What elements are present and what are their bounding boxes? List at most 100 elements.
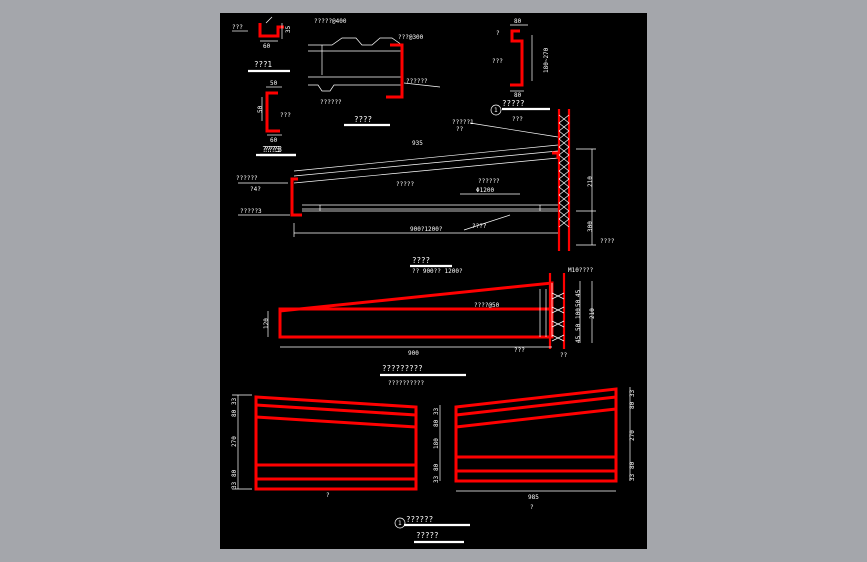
footer-subtitle: ????? [416, 531, 439, 540]
elevation-title: ????????? [382, 364, 423, 373]
elev-right-frame [454, 387, 618, 483]
detail-b-title-ref: ???3 [262, 145, 280, 154]
detail-b-dim-bottom: 60 [270, 137, 278, 144]
plan-dim-right-5: 210 [589, 308, 596, 319]
elev-right-dim-left-1: 80 [433, 419, 440, 427]
gutter-profile-a [258, 23, 284, 38]
elev-right-dim-left-2: 180 [433, 438, 440, 449]
plan-dim-right-0: 45 [575, 289, 582, 297]
section-1-title: ????? [502, 99, 525, 108]
plan-panel-lower [278, 309, 554, 339]
cad-drawing: ??? 35 60 ???1 50 50 ??? 60 ???3 ?????@4… [231, 16, 636, 544]
elev-left-frame [254, 395, 418, 491]
plan-dim-bottom: 900 [408, 350, 419, 357]
detail-b-dim-top: 50 [270, 80, 278, 87]
plan-label-bottom: ??? [514, 347, 525, 354]
plan-label-mid: ????@50 [474, 302, 500, 309]
plan-label-top: M10???? [568, 267, 594, 274]
gutter-profile-b [265, 91, 280, 133]
plan-subtitle: ?? 900?? 1200? [412, 268, 463, 275]
detail-d-dim-bottom: 80 [514, 92, 522, 99]
detail-a-label-top: ??? [232, 24, 243, 31]
elev-right-label-bottom: ? [530, 504, 534, 511]
detail-gutter-section-b: 50 50 ??? 60 ???3 [256, 80, 296, 157]
section-1-label-3: ?????? [236, 175, 258, 182]
footer-marker-number: 1 [398, 520, 402, 527]
elevation-subtitle: ?????????? [388, 380, 425, 387]
plan-view: ???? ?? 900?? 1200? M10???? ????@50 120 … [263, 256, 596, 387]
elevation-right: 33 80 180 80 33 33 80 270 80 33 985 ? [433, 387, 636, 511]
footer-marker [394, 517, 406, 529]
detail-d-label-1: ? [496, 30, 500, 37]
detail-vertical-gutter: 80 180~270 ? ??? 80 [492, 18, 550, 99]
section-1-label-4: ?4? [250, 186, 261, 193]
section-wall [557, 109, 571, 251]
detail-d-dim-top: 80 [514, 18, 522, 25]
plan-label-right: ?? [560, 352, 568, 359]
elev-left-dim-1: 80 [231, 409, 238, 417]
plan-dim-right-1: 50 [575, 299, 582, 307]
elev-right-line-1 [455, 395, 617, 417]
section-left-gutter [290, 177, 302, 217]
detail-d-dim-v: 180~270 [543, 47, 550, 73]
footer-title: ?????? [406, 515, 433, 524]
elev-left-dim-4: 33 [231, 481, 238, 489]
section-1-label-0: ?????1 [452, 119, 474, 126]
section-1-dim-bottom: 900?1200? [410, 226, 443, 233]
section-1-label-7: ?????? [478, 178, 500, 185]
section-1-label-5: ?????3 [240, 208, 262, 215]
section-1-label-10: ???? [472, 223, 487, 230]
main-section: 1 ????? ?????1 ?? ??? ???3 935 ?????? ?4… [236, 99, 615, 251]
elev-left-label-bottom: ? [326, 492, 330, 499]
plan-dim-right-4: 45 [575, 335, 582, 343]
elev-right-dim-left-3: 80 [433, 463, 440, 471]
section-1-label-2: ??? [512, 116, 523, 123]
detail-c-title: ???? [354, 115, 372, 124]
section-1-label-6: ????? [396, 181, 414, 188]
section-1-dim-right-1: 210 [587, 176, 594, 187]
plan-wall-edge [548, 273, 566, 349]
elev-right-dim-right-4: 33 [629, 473, 636, 481]
detail-gutter-section-a: ??? 35 60 ???1 [232, 16, 292, 73]
plan-dim-right-3: 50 [575, 323, 582, 331]
elev-right-dim-left-4: 33 [433, 475, 440, 483]
detail-a-dim-h: 60 [263, 43, 271, 50]
elev-right-dim-left-0: 33 [433, 407, 440, 415]
elev-left-dim-2: 270 [231, 436, 238, 447]
detail-c-label-3: ?????? [320, 99, 342, 106]
detail-d-label-2: ??? [492, 58, 503, 65]
elevation-left: 33 80 270 80 33 ? [231, 394, 418, 499]
panel-edge-profile [386, 43, 404, 99]
elev-right-dim-right-1: 80 [629, 401, 636, 409]
detail-c-label-2: ???@300 [398, 34, 424, 41]
elev-right-dim-bottom: 985 [528, 494, 539, 501]
detail-b-title: ???3 [264, 145, 282, 154]
detail-b-label-right: ??? [280, 112, 291, 119]
elev-right-dim-right-2: 270 [629, 430, 636, 441]
plan-title: ???? [412, 256, 430, 265]
elev-right-dim-right-3: 80 [629, 461, 636, 469]
elev-left-dim-3: 80 [231, 469, 238, 477]
elev-left-dim-0: 33 [231, 397, 238, 405]
section-1-dim-right-2: 300 [587, 221, 594, 232]
plan-dim-right-2: 100 [575, 308, 582, 319]
elev-left-line-2 [255, 415, 417, 429]
elev-right-dim-right-0: 33 [629, 389, 636, 397]
section-1-label-9: ???? [600, 238, 615, 245]
section-1-label-1: ?? [456, 126, 464, 133]
section-1-label-8: Φ1200 [476, 187, 494, 194]
elev-right-line-2 [455, 407, 617, 429]
detail-c-label-1: ?????@400 [314, 18, 347, 25]
elev-left-line-1 [255, 403, 417, 417]
section-marker [490, 104, 502, 116]
detail-c-label-extra: ?????? [406, 78, 428, 85]
section-1-marker-number: 1 [494, 107, 498, 114]
plan-panel-outline [278, 281, 554, 313]
plan-dim-left: 120 [263, 318, 270, 329]
detail-a-title: ???1 [254, 60, 272, 69]
detail-roof-panel: ?????@400 ?????? ???@300 ?????? ???? [308, 18, 441, 127]
drawing-sheet: ??? 35 60 ???1 50 50 ??? 60 ???3 ?????@4… [220, 13, 647, 549]
sheet-footer: 1 ?????? ????? [394, 515, 470, 544]
detail-b-dim-left: 50 [257, 105, 264, 113]
section-1-dim-top: 935 [412, 140, 423, 147]
